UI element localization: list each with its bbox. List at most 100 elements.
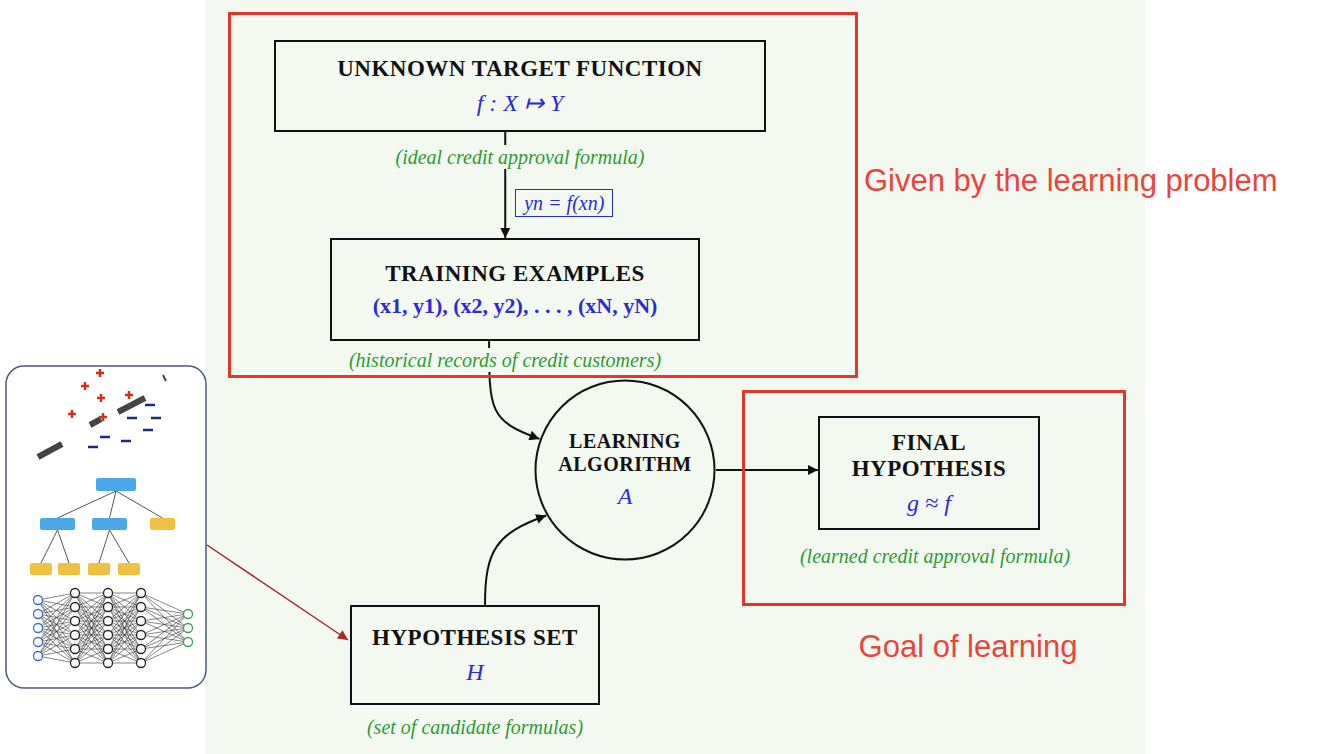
network-link: [108, 649, 141, 663]
plus-sign: [97, 394, 105, 402]
tree-node: [96, 478, 136, 491]
connector-arrow: [716, 469, 818, 471]
network-unit: [137, 617, 146, 626]
process-box: UNKNOWN TARGET FUNCTIONf : X ↦ Y: [274, 40, 766, 132]
network-unit: [34, 596, 43, 605]
network-link: [141, 607, 188, 642]
process-box: TRAINING EXAMPLES (x1, y1), (x2, y2), . .…: [330, 238, 700, 341]
node-content: HYPOTHESIS SET H: [372, 625, 578, 685]
node-content: FINAL HYPOTHESISg ≈ f: [834, 430, 1024, 516]
network-link: [108, 621, 141, 663]
tree-node: [40, 518, 75, 530]
network-unit: [104, 645, 113, 654]
tree-branch: [41, 530, 58, 563]
network-link: [38, 635, 75, 656]
network-link: [141, 593, 188, 642]
network-link: [38, 593, 75, 656]
tree-node: [58, 563, 80, 575]
region-note: Goal of learning: [859, 628, 1078, 665]
tree-node: [88, 563, 110, 575]
network-unit: [137, 589, 146, 598]
network-link: [75, 593, 108, 663]
model-sketches: [30, 369, 193, 668]
network-link: [38, 593, 75, 642]
network-link: [75, 593, 108, 607]
network-link: [38, 607, 75, 656]
circle-shape: [536, 381, 715, 560]
region-note: Given by the learning problem: [864, 162, 1278, 199]
minus-sign: [100, 436, 110, 439]
tree-branch: [110, 491, 117, 518]
network-link: [108, 593, 141, 663]
network-unit: [34, 638, 43, 647]
network-unit: [104, 589, 113, 598]
network-link: [75, 649, 108, 663]
tree-branch: [58, 530, 70, 563]
node-heading: TRAINING EXAMPLES: [385, 261, 645, 287]
network-link: [38, 593, 75, 600]
node-heading: LEARNING ALGORITHM: [550, 430, 700, 475]
network-unit: [34, 624, 43, 633]
network-link: [108, 593, 141, 607]
network-unit: [34, 610, 43, 619]
network-link: [141, 628, 188, 663]
process-box: FINAL HYPOTHESISg ≈ f: [818, 416, 1040, 530]
network-unit: [104, 603, 113, 612]
network-unit: [71, 589, 80, 598]
network-link: [75, 593, 108, 607]
caption-text: (historical records of credit customers): [345, 348, 665, 372]
network-link: [108, 593, 141, 607]
plus-sign: [96, 369, 104, 377]
pointer-arrow: [207, 545, 348, 640]
network-link: [141, 593, 188, 628]
network-link: [108, 649, 141, 663]
network-link: [38, 656, 75, 663]
connector-arrow: [485, 516, 546, 606]
tree-branch: [58, 491, 117, 518]
tree-branch: [116, 491, 163, 518]
node-heading: HYPOTHESIS SET: [372, 625, 578, 651]
network-unit: [104, 659, 113, 668]
network-unit: [71, 617, 80, 626]
network-link: [75, 621, 108, 663]
network-link: [75, 649, 108, 663]
node-content: TRAINING EXAMPLES (x1, y1), (x2, y2), . .…: [373, 261, 658, 319]
tree-node: [30, 563, 52, 575]
separator-bar: [38, 444, 62, 457]
network-link: [38, 600, 75, 663]
network-unit: [71, 603, 80, 612]
minus-sign: [151, 417, 161, 420]
network-unit: [104, 617, 113, 626]
network-link: [38, 642, 75, 663]
tree-branch: [110, 530, 130, 563]
network-link: [75, 593, 108, 663]
network-unit: [137, 645, 146, 654]
network-link: [141, 614, 188, 663]
caption-text: (ideal credit approval formula): [391, 145, 648, 169]
plus-sign: [99, 413, 107, 421]
minus-sign: [145, 404, 155, 407]
network-link: [141, 642, 188, 663]
network-link: [141, 614, 188, 649]
network-unit: [71, 659, 80, 668]
math-symbol: f : X ↦ Y: [477, 90, 564, 116]
network-unit: [184, 624, 193, 633]
minus-sign: [88, 446, 98, 449]
network-unit: [184, 638, 193, 647]
network-link: [38, 621, 75, 656]
network-link: [38, 649, 75, 656]
tree-node: [150, 518, 175, 530]
network-link: [38, 628, 75, 663]
network-link: [38, 593, 75, 628]
caption-text: (learned credit approval formula): [796, 544, 1074, 568]
algorithm-circle: LEARNING ALGORITHMA: [534, 379, 716, 561]
region-frame: Goal of learningFINAL HYPOTHESISg ≈ f: [742, 390, 1126, 606]
network-unit: [104, 631, 113, 640]
tree-node: [118, 563, 140, 575]
network-link: [141, 607, 188, 614]
math-symbol: (x1, y1), (x2, y2), . . . , (xN, yN): [373, 294, 658, 318]
math-symbol: H: [466, 659, 483, 685]
caption-text: (set of candidate formulas): [363, 715, 587, 739]
tree-node: [92, 518, 127, 530]
